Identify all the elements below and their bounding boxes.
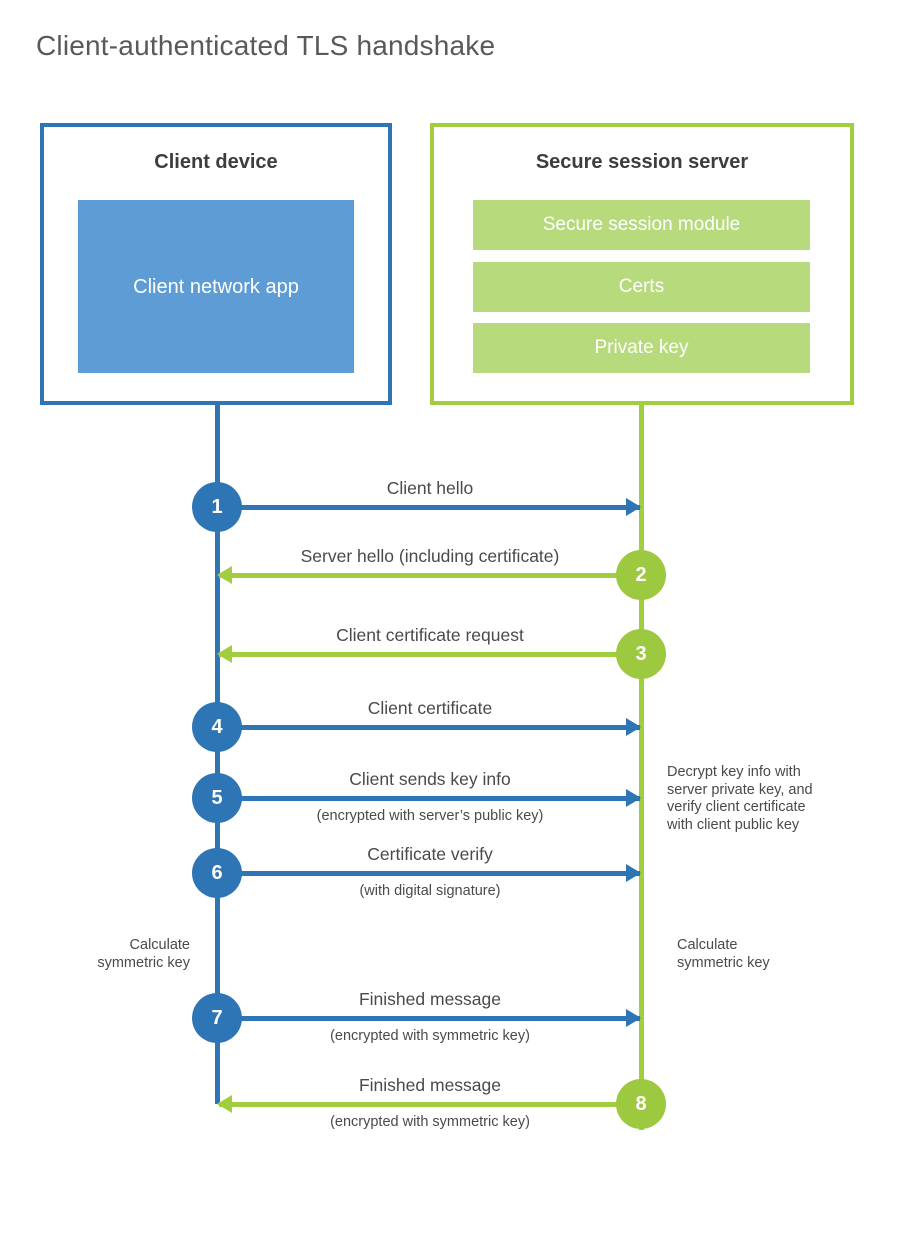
message-arrow <box>219 796 640 801</box>
message-sublabel: (with digital signature) <box>359 883 501 899</box>
arrowhead-right-icon <box>626 789 641 807</box>
server-module-secure-session: Secure session module <box>473 200 810 250</box>
message-label: Client certificate request <box>336 625 524 645</box>
message-arrow <box>219 1102 640 1107</box>
message-arrow <box>219 1016 640 1021</box>
message-arrow <box>219 505 640 510</box>
secure-session-server-box: Secure session server Secure session mod… <box>430 123 854 405</box>
message-sublabel: (encrypted with symmetric key) <box>330 1114 530 1130</box>
message-sublabel: (encrypted with symmetric key) <box>330 1028 530 1044</box>
arrowhead-right-icon <box>626 718 641 736</box>
server-module-private-key: Private key <box>473 323 810 373</box>
client-network-app-box: Client network app <box>78 200 354 373</box>
client-network-app-label: Client network app <box>133 275 299 298</box>
message-label: Client hello <box>386 478 474 498</box>
step-circle: 3 <box>616 629 666 679</box>
calculate-symmetric-key-note-server: Calculate symmetric key <box>677 937 770 971</box>
message-arrow <box>219 871 640 876</box>
step-circle: 1 <box>192 482 242 532</box>
message-sublabel: (encrypted with server’s public key) <box>316 808 544 824</box>
message-arrow <box>219 652 640 657</box>
page-title: Client-authenticated TLS handshake <box>36 30 496 61</box>
client-lifeline <box>215 402 220 1104</box>
arrowhead-right-icon <box>626 498 641 516</box>
message-label: Certificate verify <box>367 844 493 864</box>
message-label: Client certificate <box>367 698 493 718</box>
message-label: Server hello (including certificate) <box>300 546 560 566</box>
decrypt-key-note: Decrypt key info with server private key… <box>667 764 813 833</box>
arrowhead-left-icon <box>217 1095 232 1113</box>
server-lifeline <box>639 402 644 1130</box>
arrowhead-right-icon <box>626 1009 641 1027</box>
step-circle: 7 <box>192 993 242 1043</box>
message-arrow <box>219 573 640 578</box>
step-circle: 6 <box>192 848 242 898</box>
message-label: Finished message <box>358 989 502 1009</box>
message-arrow <box>219 725 640 730</box>
step-circle: 2 <box>616 550 666 600</box>
message-label: Finished message <box>358 1075 502 1095</box>
message-label: Client sends key info <box>349 769 511 789</box>
step-circle: 5 <box>192 773 242 823</box>
calculate-symmetric-key-note-client: Calculate symmetric key <box>97 937 190 971</box>
client-device-title: Client device <box>154 151 278 173</box>
server-title: Secure session server <box>535 151 749 173</box>
client-device-box: Client device Client network app <box>40 123 392 405</box>
arrowhead-left-icon <box>217 566 232 584</box>
server-module-certs: Certs <box>473 262 810 312</box>
step-circle: 8 <box>616 1079 666 1129</box>
arrowhead-left-icon <box>217 645 232 663</box>
arrowhead-right-icon <box>626 864 641 882</box>
step-circle: 4 <box>192 702 242 752</box>
